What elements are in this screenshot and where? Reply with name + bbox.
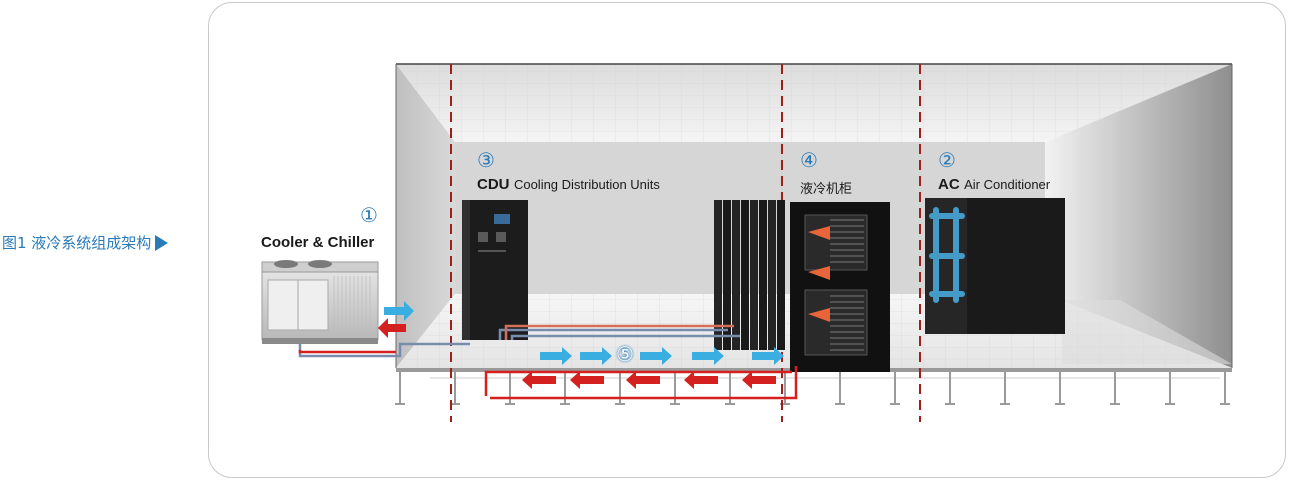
hot-flow-arrow bbox=[570, 371, 604, 389]
hot-flow-arrow bbox=[742, 371, 776, 389]
pipe-number: ⑤ bbox=[616, 342, 634, 366]
cold-flow-arrow bbox=[540, 347, 572, 365]
ac-number: ② bbox=[938, 148, 956, 172]
figure-caption: 图1 液冷系统组成架构 bbox=[2, 232, 169, 253]
ac-label: AC Air Conditioner bbox=[938, 176, 1050, 194]
cold-flow-arrow bbox=[692, 347, 724, 365]
cdu-label: CDU Cooling Distribution Units bbox=[477, 176, 660, 194]
cooler-chiller-unit bbox=[261, 260, 379, 344]
ac-fullname: Air Conditioner bbox=[964, 177, 1051, 192]
hot-flow-arrow bbox=[684, 371, 718, 389]
rack-cabinet bbox=[750, 200, 758, 350]
rack-number: ④ bbox=[800, 148, 818, 172]
hot-flow-arrows bbox=[378, 318, 776, 389]
rack-cabinet bbox=[723, 200, 731, 350]
rack-label: 液冷机柜 bbox=[800, 182, 853, 197]
figure-caption-text: 图1 液冷系统组成架构 bbox=[2, 234, 152, 252]
coolant-pipes bbox=[298, 324, 798, 400]
cold-flow-arrows bbox=[384, 301, 784, 365]
cold-flow-arrow bbox=[752, 347, 784, 365]
caption-arrow-icon bbox=[155, 235, 169, 251]
cold-flow-arrow bbox=[640, 347, 672, 365]
air-conditioner-unit bbox=[925, 198, 1065, 334]
rack-cabinet bbox=[732, 200, 740, 350]
rack-cabinet bbox=[741, 200, 749, 350]
ac-abbr: AC bbox=[938, 176, 960, 193]
hot-flow-arrow bbox=[522, 371, 556, 389]
rack-cabinet bbox=[714, 200, 722, 350]
hot-flow-arrow bbox=[626, 371, 660, 389]
cdu-cabinet bbox=[462, 200, 528, 340]
cooler-number: ① bbox=[360, 203, 378, 227]
liquid-cooled-racks bbox=[714, 200, 890, 372]
rack-cabinet bbox=[759, 200, 767, 350]
rack-cabinet bbox=[777, 200, 785, 350]
rack-cabinet bbox=[768, 200, 776, 350]
cdu-fullname: Cooling Distribution Units bbox=[513, 177, 660, 192]
cold-flow-arrow bbox=[580, 347, 612, 365]
cdu-abbr: CDU bbox=[477, 176, 510, 193]
cooler-label: Cooler & Chiller bbox=[261, 234, 375, 251]
cdu-number: ③ bbox=[477, 148, 495, 172]
